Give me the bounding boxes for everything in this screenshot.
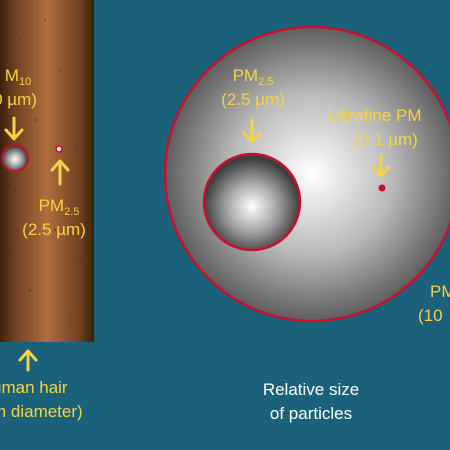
- pm25-sphere-label: PM2.5: [232, 66, 274, 88]
- up-arrow-icon: [50, 159, 70, 186]
- ultrafine-pm-label: Ultrafine PM: [328, 106, 422, 125]
- pm25-hair-label: PM2.5: [38, 196, 80, 218]
- pm10-particle-on-hair: [1, 144, 29, 172]
- human-hair-label: uman hair: [0, 378, 68, 397]
- pm25-particle-on-hair: [55, 145, 63, 153]
- up-arrow-icon: [18, 349, 38, 372]
- pm25-hair-size: (2.5 µm): [22, 220, 86, 239]
- caption-line1: Relative size: [262, 380, 360, 399]
- ultrafine-particle-dot: [378, 184, 386, 192]
- pm25-sphere-size: (2.5 µm): [221, 90, 285, 109]
- pm10-sphere-size: (10: [418, 306, 443, 325]
- down-arrow-icon: [242, 118, 262, 144]
- down-arrow-icon: [371, 154, 391, 178]
- hair-texture: [9, 19, 87, 321]
- ultrafine-pm-size: (0.1 µm): [354, 130, 418, 149]
- pm25-sphere: [202, 152, 302, 252]
- pm10-large-sphere: [163, 25, 450, 323]
- caption-line2: of particles: [269, 404, 353, 423]
- down-arrow-icon: [4, 116, 24, 141]
- pm10-sphere-label: PM: [430, 282, 450, 301]
- pm10-hair-label: M10: [4, 66, 32, 88]
- pm10-hair-size: 0 µm): [0, 90, 37, 109]
- human-hair-diameter: m diameter): [0, 402, 83, 421]
